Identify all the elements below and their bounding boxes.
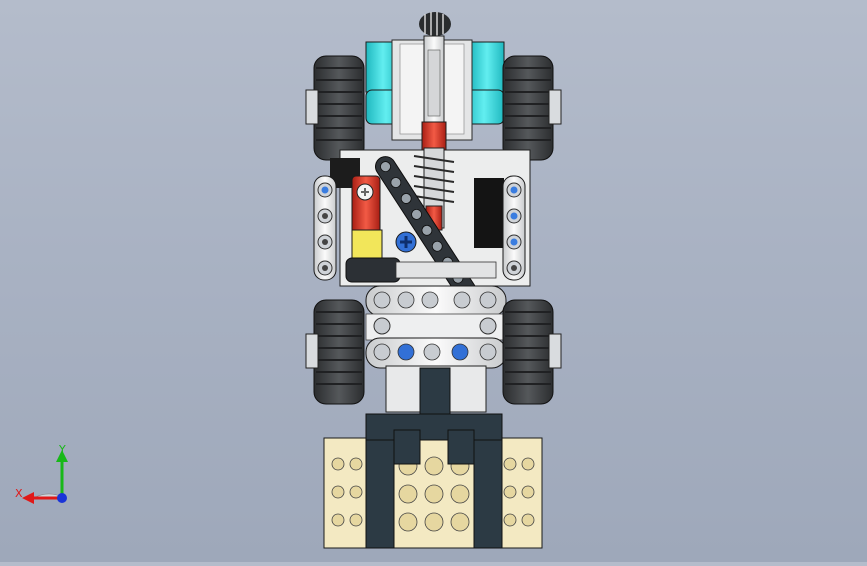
rear-left-wheel[interactable] — [305, 299, 365, 405]
x-axis-label: X — [15, 487, 23, 500]
z-axis-dot — [57, 493, 67, 503]
dark-axle-connector[interactable] — [345, 257, 401, 283]
lower-frame — [365, 285, 507, 413]
dark-cross-bar[interactable] — [365, 413, 503, 441]
side-beam-left[interactable] — [313, 175, 337, 281]
y-axis-label: Y — [58, 443, 66, 456]
side-beam-right[interactable] — [502, 175, 526, 281]
top-gear[interactable] — [419, 12, 451, 36]
rear-right-wheel[interactable] — [502, 299, 562, 405]
teal-block-right[interactable] — [469, 41, 505, 93]
front-right-wheel[interactable] — [502, 55, 562, 161]
front-section — [365, 12, 505, 151]
coordinate-triad — [22, 450, 68, 504]
rear-base — [323, 367, 543, 549]
mid-chassis — [313, 147, 531, 308]
front-left-wheel[interactable] — [305, 55, 365, 161]
red-axle-joiner[interactable] — [421, 121, 447, 151]
yellow-block[interactable] — [351, 229, 383, 259]
black-connector-right[interactable] — [474, 178, 504, 248]
